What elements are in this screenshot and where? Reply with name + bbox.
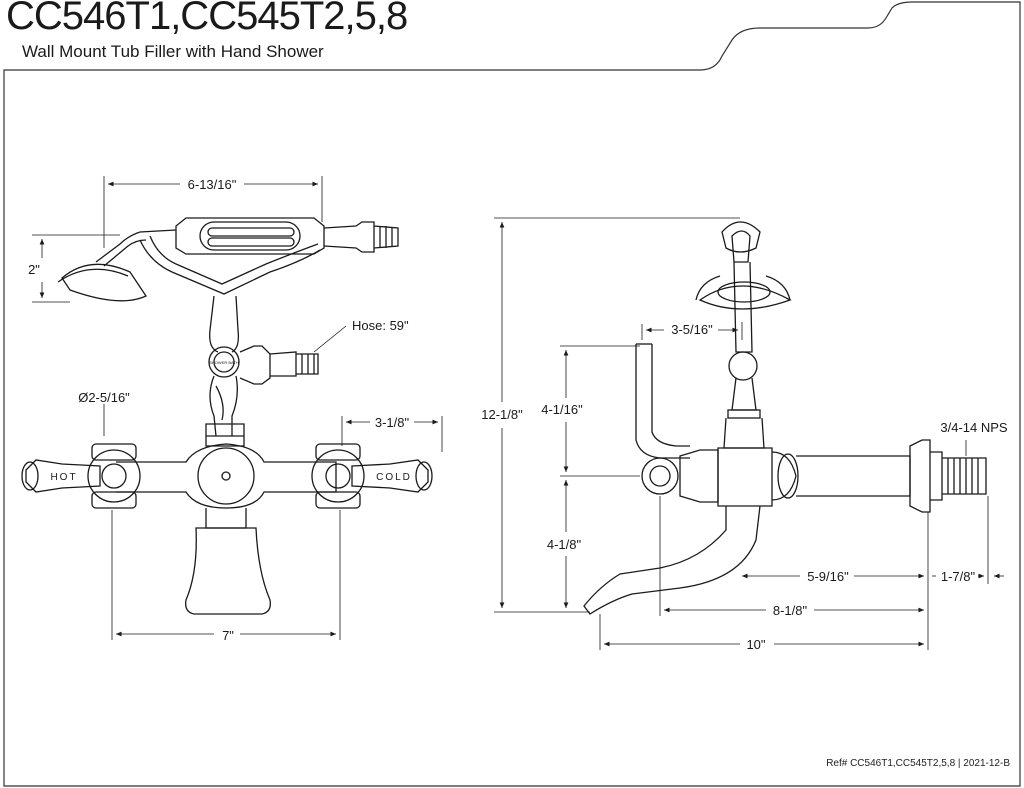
dim-thread-length: 1-7/8" bbox=[941, 569, 976, 584]
dim-handshower-width: 6-13/16" bbox=[188, 177, 237, 192]
model-title: CC546T1,CC545T2,5,8 bbox=[6, 0, 408, 38]
dim-cradle-offset: 3-5/16" bbox=[671, 322, 713, 337]
dim-flange-diameter: Ø2-5/16" bbox=[78, 390, 130, 405]
front-view bbox=[21, 176, 443, 640]
dim-shower-height: 2" bbox=[28, 262, 40, 277]
dim-hose-length: Hose: 59" bbox=[352, 318, 409, 333]
dim-body-reach: 5-9/16" bbox=[807, 569, 849, 584]
dim-spout-reach: 8-1/8" bbox=[773, 603, 808, 618]
diverter-label: SHOWER BATH bbox=[209, 360, 239, 365]
side-view bbox=[494, 217, 1004, 650]
dim-total-height: 12-1/8" bbox=[481, 407, 523, 422]
dim-thread-size: 3/4-14 NPS bbox=[940, 420, 1008, 435]
dim-upper-height: 4-1/16" bbox=[541, 402, 583, 417]
dim-lower-height: 4-1/8" bbox=[547, 537, 582, 552]
product-description: Wall Mount Tub Filler with Hand Shower bbox=[22, 42, 324, 61]
dim-total-depth: 10" bbox=[746, 637, 765, 652]
reference-number: Ref# CC546T1,CC545T2,5,8 | 2021-12-B bbox=[826, 758, 1010, 769]
page-frame bbox=[3, 1, 1021, 787]
dim-flange-offset: 3-1/8" bbox=[375, 415, 410, 430]
hot-label: HOT bbox=[50, 472, 77, 483]
cold-label: COLD bbox=[376, 472, 412, 483]
dim-centers: 7" bbox=[222, 628, 234, 643]
